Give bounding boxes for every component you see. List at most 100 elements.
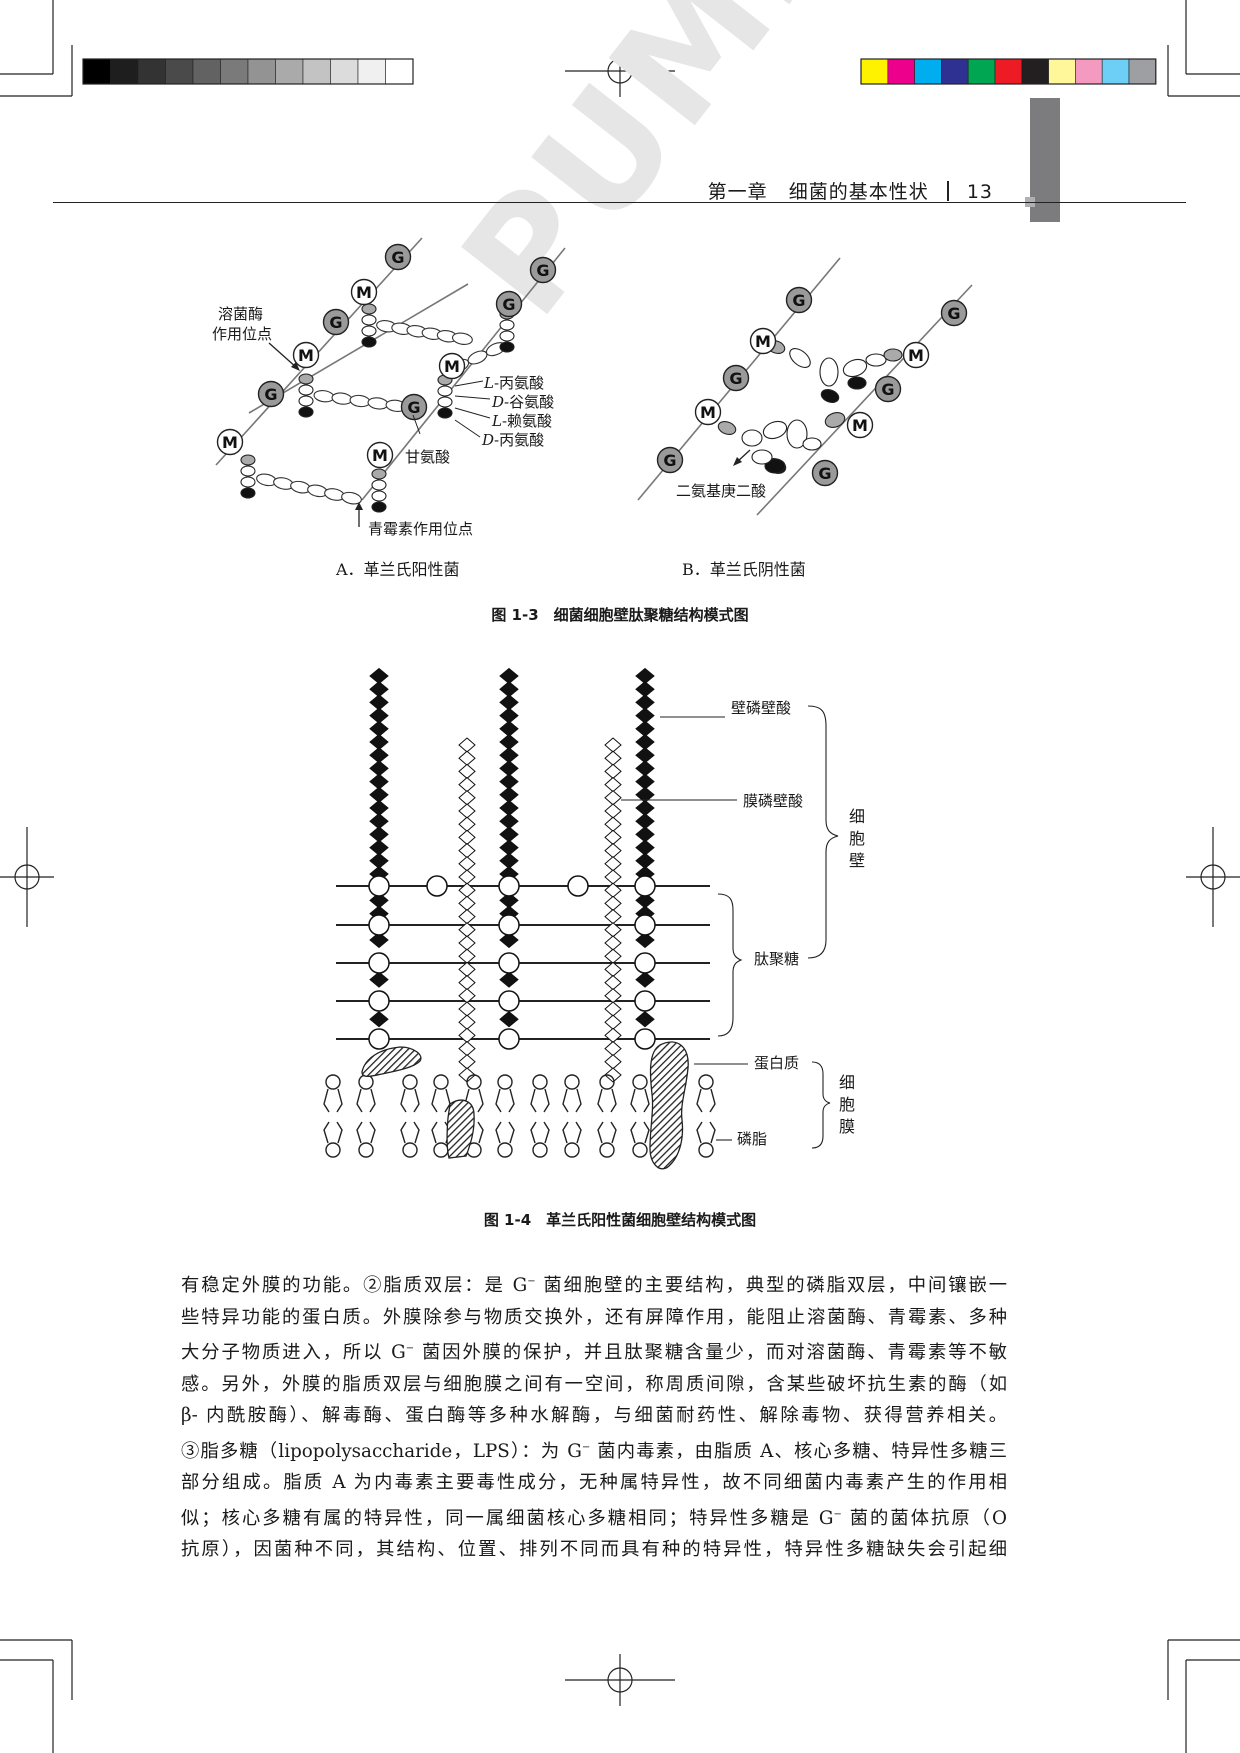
gn-amino-acid xyxy=(751,449,773,465)
phospholipid-tail-top xyxy=(562,1088,582,1113)
phospholipid-head-bottom xyxy=(433,1142,449,1158)
l-lysine xyxy=(361,325,377,337)
teichoic-acid-unit xyxy=(635,971,655,988)
lipoteichoic-acid-unit xyxy=(604,1027,622,1044)
gray-swatch xyxy=(220,58,249,85)
protein-label: 蛋白质 xyxy=(754,1054,800,1072)
m-sugar-node xyxy=(749,327,777,355)
g-sugar-node xyxy=(322,308,350,336)
g-sugar-node xyxy=(384,243,412,271)
lipoteichoic-acid-unit xyxy=(604,816,622,832)
g-letter: G xyxy=(391,248,404,267)
gray-swatch xyxy=(385,58,414,85)
d-alanine xyxy=(437,407,453,419)
lipoteichoic-acid-unit xyxy=(604,763,622,780)
lipoteichoic-acid-unit xyxy=(458,829,476,846)
color-swatch xyxy=(860,58,889,85)
teichoic-acid-unit xyxy=(499,931,519,949)
g-sugar-node xyxy=(529,256,557,284)
glycan-strand-3 xyxy=(361,247,566,501)
d-glutamine xyxy=(371,479,387,491)
teichoic-acid-unit xyxy=(499,971,519,988)
lipoteichoic-acid-unit xyxy=(458,750,476,766)
aa-label-l-ala: L-丙氨酸 xyxy=(484,374,545,392)
peptidoglycan-sugar xyxy=(498,1028,520,1050)
phospholipid-head-top xyxy=(599,1074,615,1090)
cell-membrane-brace xyxy=(811,1061,831,1149)
l-lysine xyxy=(437,396,453,408)
m-letter: M xyxy=(908,346,924,365)
peptidoglycan-sugar xyxy=(368,1028,390,1050)
d-alanine xyxy=(240,487,256,499)
phospholipid-tail-bottom xyxy=(400,1121,420,1144)
m-letter: M xyxy=(700,403,716,422)
g-letter: G xyxy=(792,291,805,310)
l-alanine xyxy=(298,373,314,385)
phospholipid-tail-bottom xyxy=(530,1121,550,1144)
aa-label-d-ala: D-丙氨酸 xyxy=(482,431,545,449)
lipoteichoic-acid-unit xyxy=(604,1067,622,1083)
body-line-8: 似；核心多糖有属的特异性，同一属细菌核心多糖相同；特异性多糖是 G− 菌的菌体抗… xyxy=(181,1507,1007,1529)
d-glutamine xyxy=(361,314,377,326)
lipoteichoic-acid-unit xyxy=(458,737,476,753)
gray-swatch xyxy=(247,58,276,85)
m-letter: M xyxy=(852,416,868,435)
lipoteichoic-acid-unit xyxy=(458,776,476,793)
lipoteichoic-acid-unit xyxy=(458,856,476,872)
m-sugar-node xyxy=(292,341,320,369)
phospholipid-head-top xyxy=(564,1074,580,1090)
g-sugar-node xyxy=(874,375,902,403)
teichoic-acid-unit xyxy=(499,1011,519,1028)
lipoteichoic-acid-unit xyxy=(604,935,622,951)
peptidoglycan-sugar xyxy=(567,875,589,897)
gn-amino-acid xyxy=(865,353,887,367)
fig3-sublabel-a: A．革兰氏阳性菌 xyxy=(336,560,460,579)
peptidoglycan-sugar xyxy=(426,875,448,897)
m-letter: M xyxy=(755,332,771,351)
phospholipid-tail-top xyxy=(400,1088,420,1113)
phospholipid-tail-bottom xyxy=(630,1121,650,1144)
amino-acid xyxy=(499,319,515,331)
lipoteichoic-acid-unit xyxy=(458,895,476,912)
body-line-3: 大分子物质进入，所以 G− 菌因外膜的保护，并且肽聚糖含量少，而对溶菌酶、青霉素… xyxy=(181,1342,1007,1364)
header-rule xyxy=(53,202,1186,203)
g-letter: G xyxy=(264,385,277,404)
d-glutamine xyxy=(298,384,314,396)
lipoteichoic-acid-unit xyxy=(604,1054,622,1070)
m-sugar-node xyxy=(902,341,930,369)
g-letter: G xyxy=(881,380,894,399)
l-lysine xyxy=(240,476,256,488)
phospholipid-head-top xyxy=(497,1074,513,1090)
peptidoglycan-sugar xyxy=(634,914,656,936)
g-sugar-node xyxy=(722,364,750,392)
gn-glycan-strand-2 xyxy=(756,284,973,516)
phospholipid-tail-top xyxy=(696,1088,716,1113)
peptidoglycan-sugar xyxy=(368,990,390,1012)
phospholipid-head-bottom xyxy=(632,1142,648,1158)
g-sugar-node xyxy=(495,290,523,318)
phospholipid-head-top xyxy=(325,1074,341,1090)
phospholipid-tail-top xyxy=(597,1088,617,1113)
color-swatch xyxy=(941,58,969,85)
gn-amino-acid xyxy=(847,376,867,390)
lysozyme-label-line1: 溶菌酶 xyxy=(218,305,264,323)
m-sugar-node xyxy=(438,352,466,380)
phospholipid-head-bottom xyxy=(564,1142,580,1158)
d-alanine xyxy=(298,406,314,418)
fig3-caption: 图 1-3 细菌细胞壁肽聚糖结构模式图 xyxy=(491,606,749,624)
gn-peptide-chains xyxy=(717,340,903,474)
body-line-5: β- 内酰胺酶）、解毒酶、蛋白酶等多种水解酶，与细菌耐药性、解除毒物、获得营养相… xyxy=(181,1405,1007,1427)
phospholipid-head-bottom xyxy=(698,1142,714,1158)
g-letter: G xyxy=(502,295,515,314)
cell-wall-label: 细胞壁 xyxy=(848,807,865,870)
lipoteichoic-acid-label: 膜磷壁酸 xyxy=(743,792,804,810)
phospholipid-head-bottom xyxy=(402,1142,418,1158)
lipoteichoic-acid-unit xyxy=(458,763,476,780)
lipoteichoic-acid-unit xyxy=(604,974,622,991)
body-line-2: 些特异功能的蛋白质。外膜除参与物质交换外，还有屏障作用，能阻止溶菌酶、青霉素、多… xyxy=(181,1306,1007,1328)
peptidoglycan-sugar xyxy=(368,875,390,897)
